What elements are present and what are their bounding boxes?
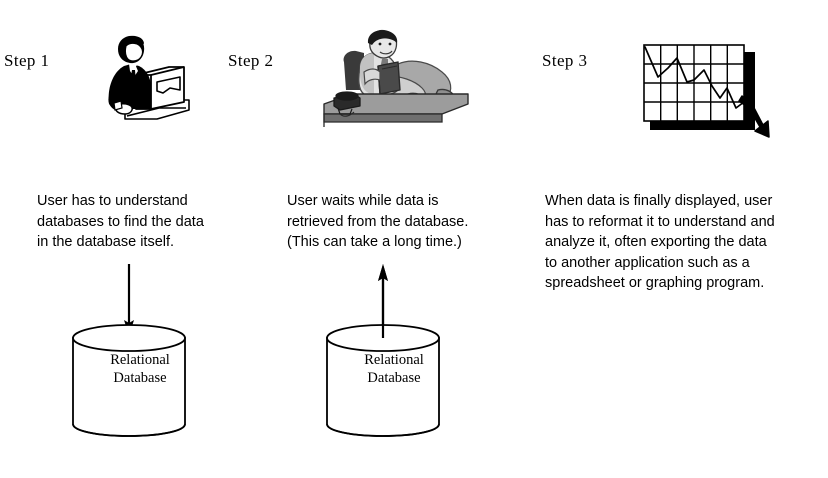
step-1-database-group: Relational Database (60, 262, 220, 437)
person-waiting-reading-icon (320, 28, 472, 130)
step-2-line-1: User waits while data is (287, 193, 439, 209)
step-3-line-3: analyze it, often exporting the data (545, 234, 767, 250)
step-label-1: Step 1 (4, 51, 50, 70)
step-3-line-2: has to reformat it to understand and (545, 213, 775, 230)
step-label-2: Step 2 (228, 51, 274, 70)
step-1-description: User has to understand databases to find… (37, 191, 269, 253)
step-label-3: Step 3 (542, 51, 588, 70)
person-at-computer-icon (85, 30, 197, 130)
step-3-line-1: When data is finally displayed, user (545, 193, 773, 209)
step-1-line-3: in the database itself. (37, 234, 175, 250)
step-2-line-3: (This can take a long time.) (287, 234, 462, 250)
step-1-line-2: databases to find the data (37, 213, 204, 230)
step-2-description: User waits while data is retrieved from … (287, 191, 519, 253)
step-1-line-1: User has to understand (37, 193, 188, 209)
step-3-description: When data is finally displayed, user has… (545, 191, 828, 294)
step-2-line-2: retrieved from the database. (287, 213, 469, 230)
step-3-line-4: to another application such as a (545, 254, 750, 271)
step-3-line-5: spreadsheet or graphing program. (545, 275, 765, 291)
step-2-database-group: Relational Database (314, 262, 474, 437)
declining-line-chart-icon (632, 30, 772, 140)
